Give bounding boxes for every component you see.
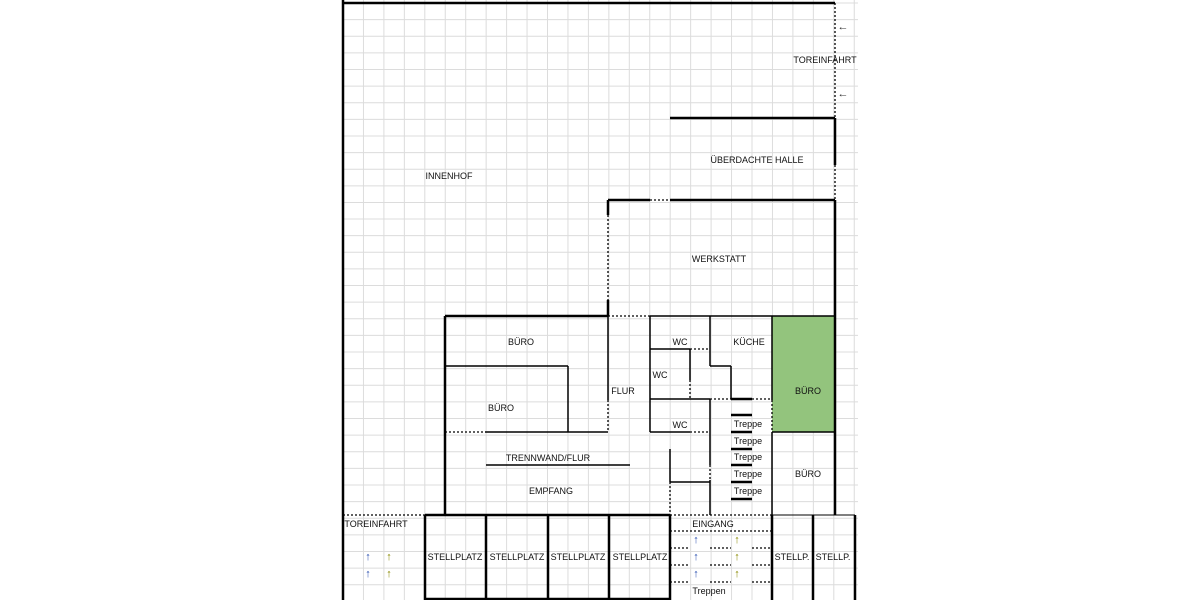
- label-treppe: Treppe: [733, 452, 763, 462]
- walls: [341, 0, 857, 600]
- label-buero-2: BÜRO: [487, 403, 515, 413]
- label-toreinfahrt-top: TOREINFAHRT: [793, 55, 857, 65]
- label-empfang: EMPFANG: [528, 486, 574, 496]
- label-stellplatz: STELLPLATZ: [489, 552, 545, 562]
- label-buero-green: BÜRO: [794, 386, 822, 396]
- label-treppe: Treppe: [733, 419, 763, 429]
- arrow-up-icon: ↑: [386, 551, 392, 563]
- label-werkstatt: WERKSTATT: [691, 254, 747, 264]
- label-stellplatz: STELLPLATZ: [550, 552, 606, 562]
- highlight-room-buero: [772, 316, 835, 432]
- label-stellp: STELLP.: [815, 552, 851, 562]
- arrow-up-icon: ↑: [734, 534, 740, 546]
- arrow-left-icon: ←: [837, 88, 849, 100]
- arrow-up-icon: ↑: [386, 568, 392, 580]
- arrow-up-icon: ↑: [734, 551, 740, 563]
- label-toreinfahrt-bottom: TOREINFAHRT: [344, 519, 408, 529]
- label-trennwand: TRENNWAND/FLUR: [505, 453, 591, 463]
- label-treppe: Treppe: [733, 469, 763, 479]
- arrow-up-icon: ↑: [693, 551, 699, 563]
- grid: [342, 0, 858, 600]
- label-treppe: Treppe: [733, 436, 763, 446]
- arrow-up-icon: ↑: [693, 568, 699, 580]
- label-buero-1: BÜRO: [507, 337, 535, 347]
- label-ueberdachte-halle: ÜBERDACHTE HALLE: [710, 155, 804, 165]
- label-kueche: KÜCHE: [733, 337, 765, 347]
- arrow-left-icon: ←: [837, 21, 849, 33]
- label-buero-lower-right: BÜRO: [794, 469, 822, 479]
- label-eingang: EINGANG: [692, 519, 734, 529]
- label-treppen: Treppen: [692, 586, 726, 596]
- arrow-up-icon: ↑: [734, 568, 740, 580]
- label-innenhof: INNENHOF: [425, 171, 473, 181]
- label-stellplatz: STELLPLATZ: [427, 552, 483, 562]
- arrow-up-icon: ↑: [365, 551, 371, 563]
- label-treppe: Treppe: [733, 486, 763, 496]
- arrow-up-icon: ↑: [365, 568, 371, 580]
- label-wc-1: WC: [672, 337, 688, 347]
- label-flur: FLUR: [611, 386, 635, 396]
- label-stellplatz: STELLPLATZ: [612, 552, 668, 562]
- label-stellp: STELLP.: [774, 552, 810, 562]
- label-wc-2: WC: [652, 370, 668, 380]
- label-wc-3: WC: [672, 420, 688, 430]
- arrow-up-icon: ↑: [693, 534, 699, 546]
